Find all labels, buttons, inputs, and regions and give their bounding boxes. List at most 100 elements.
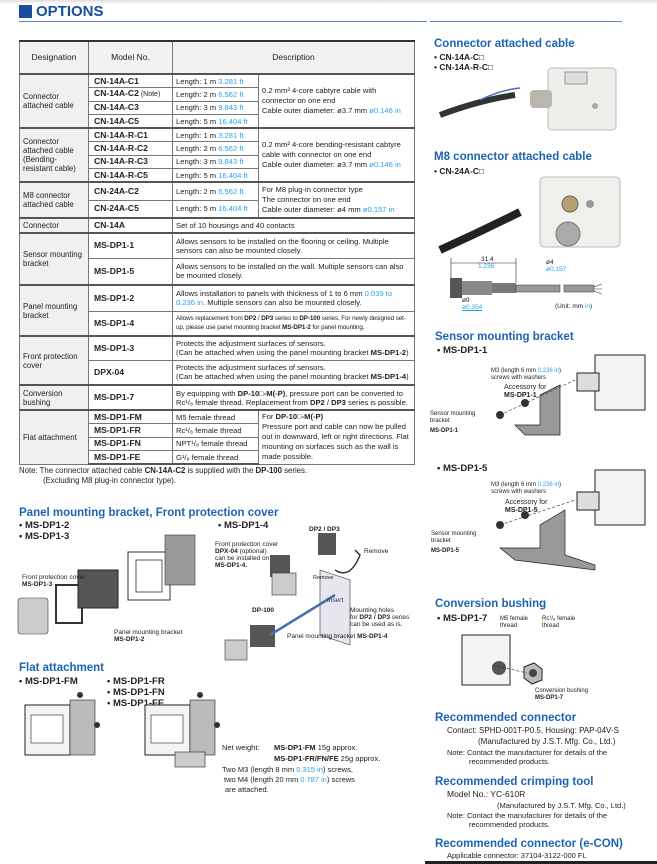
flat-fr-drawing — [144, 692, 220, 768]
description-cell: 0.2 mm² 4-core bending-resistant cabtyre… — [258, 127, 415, 183]
text-segment: 9.843 ft — [218, 157, 244, 167]
text-segment: 0.2 mm² 4-core cabtyre cable with connec… — [262, 86, 377, 105]
spec-cell: Length: 2 m 6.562 ft — [172, 87, 259, 102]
model-number: MS-DP1-4 — [94, 317, 135, 328]
bracket-5-accessory-model: MS-DP1-5 — [505, 507, 538, 514]
screws-line-3: are attached. — [225, 785, 269, 794]
text-segment: Allows replacement from — [176, 315, 245, 323]
text-segment: By equipping with — [176, 388, 238, 398]
dp23-label: DP2 / DP3 — [309, 526, 340, 533]
text-segment: Allows sensors to be installed on the wa… — [176, 262, 404, 281]
rec-connector-maker: (Manufactured by J.S.T. Mfg. Co., Ltd.) — [478, 737, 616, 746]
text-segment: 3.281 ft — [218, 130, 244, 140]
designation-cell: Connector attached cable (Bending-resist… — [19, 127, 89, 183]
text-segment: Length: 2 m — [176, 143, 219, 153]
fpc-label: Front protection cover — [22, 574, 86, 581]
rec-econ-line: Applicable connector: 37104-3122-000 FL — [447, 851, 587, 860]
spec-cell: Length: 5 m 16.404 ft — [172, 199, 259, 219]
model-number: CN-14A — [94, 220, 126, 230]
table-row: CN-14A-C3 Length: 3 m 9.843 ft — [20, 100, 415, 115]
spec-cell: Length: 3 m 9.843 ft — [172, 100, 259, 115]
remove-label: Remove — [364, 548, 389, 555]
text-segment: / — [256, 315, 262, 323]
text-segment: 9.843 ft — [218, 103, 244, 113]
remove-label-2: Remove — [313, 575, 334, 581]
model-number: CN-14A-R-C5 — [94, 169, 148, 180]
m8-item: • CN-24A-C□ — [434, 166, 485, 176]
bracket-1-label: Sensor mounting bracket — [430, 411, 476, 424]
title-divider — [19, 21, 427, 22]
text-segment: Cable outer diameter: ø3.7 mm — [262, 106, 370, 115]
panel-item: • MS-DP1-2 — [19, 520, 70, 531]
text-segment: for panel mounting. — [310, 324, 365, 332]
bracket-1-screw-label: M3 (length 6 mm 0.236 in) — [491, 368, 562, 374]
rec-connector-note: Note: Contact the manufacturer for detai… — [447, 748, 608, 757]
bushing-item: • MS-DP1-7 — [437, 613, 488, 624]
spec-cell: Length: 1 m 3.281 ft — [172, 73, 259, 88]
bracket-5-drawing — [496, 469, 646, 571]
model-number: MS-DP1-5 — [94, 265, 135, 276]
description-cell: Protects the adjustment surfaces of sens… — [172, 359, 415, 386]
rec-tool-maker: (Manufactured by J.S.T. Mfg. Co., Ltd.) — [497, 801, 626, 810]
text-segment: For — [262, 412, 276, 422]
section-sensor-bracket: Sensor mounting bracket — [435, 331, 574, 343]
designation-cell: Front protection cover — [19, 335, 89, 386]
insert-label: Insert — [327, 597, 344, 604]
text-segment: Length: 2 m — [176, 186, 219, 196]
rec-tool-note-2: recommended products. — [469, 820, 550, 829]
panel-ms-dp1-4-drawing — [224, 533, 361, 661]
model-number: CN-14A-C3 — [94, 102, 139, 113]
bracket-1-accessory-model: MS-DP1-1 — [504, 392, 537, 399]
text-segment: MS-DP1-2 — [370, 348, 407, 358]
text-segment: ø0.146 in — [369, 106, 401, 115]
section-marker-icon — [19, 5, 32, 18]
model-number: CN-14A-R-C1 — [94, 129, 148, 140]
bracket-5-screw-label: M3 (length 6 mm 0.236 in) — [491, 482, 562, 488]
designation-cell: Sensor mounting bracket — [19, 232, 89, 286]
model-cell: CN-14A-R-C3 — [88, 154, 173, 169]
designation-cell: Conversion bushing — [19, 384, 89, 411]
designation-cell: Connector attached cable — [19, 73, 89, 129]
header-designation: Designation — [19, 40, 89, 75]
text-segment: 16.404 ft — [218, 204, 248, 214]
section-rec-connector: Recommended connector — [435, 712, 577, 724]
m8-dimension-drawing — [450, 258, 603, 298]
text-segment: . Multiple sensors can also be mounted c… — [203, 298, 362, 308]
panel-item-4: • MS-DP1-4 — [218, 520, 269, 531]
model-cell: DPX-04 — [88, 359, 173, 386]
text-segment: Pressure port and cable can now be pulle… — [262, 422, 409, 462]
model-cell: CN-14A — [88, 217, 173, 234]
bracket-1-drawing — [496, 354, 646, 436]
dp100-label: DP-100 — [252, 607, 275, 614]
flat-item: • MS-DP1-FN — [107, 687, 165, 698]
page-edge — [425, 861, 657, 864]
description-cell: Allows replacement from DP2 / DP3 series… — [172, 310, 415, 337]
designation-cell: Flat attachment — [19, 409, 89, 465]
page-title: OPTIONS — [36, 3, 104, 20]
table-row: CN-14A-C2 (Note)Length: 2 m 6.562 ft — [20, 87, 415, 102]
text-segment: Rc¹/₈ female thread — [176, 425, 242, 435]
designation-cell: Connector — [19, 217, 89, 234]
model-cell: MS-DP1-2 — [88, 284, 173, 312]
text-segment: DP2 — [309, 397, 325, 407]
pmb4-label: Panel mounting bracket MS-DP1-4 — [287, 633, 388, 640]
text-segment: Cable outer diameter: ø4 mm — [262, 205, 363, 214]
panel-item: • MS-DP1-3 — [19, 531, 70, 542]
holes-label: Mounting holes — [350, 607, 395, 614]
unit-label: (Unit: mm in) — [555, 303, 593, 310]
text-segment: series to — [273, 315, 300, 323]
model-cell: CN-14A-C1 — [88, 73, 173, 88]
model-cell: CN-14A-C2 (Note) — [88, 87, 173, 102]
text-segment: Length: 5 m — [176, 204, 219, 214]
rec-connector-contact: Contact: SPHD-001T-P0.5, Housing: PAP-04… — [447, 726, 619, 735]
description-cell: Allows installation to panels with thick… — [172, 284, 415, 312]
text-segment: 0.039 to 0.236 in — [176, 289, 393, 308]
